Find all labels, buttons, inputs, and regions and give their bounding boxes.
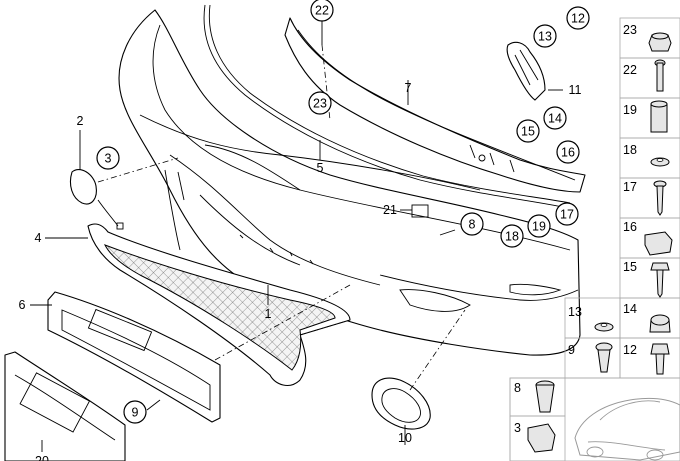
bumper-cover [118,9,581,356]
callout-9: 9 [123,400,147,424]
callout-label: 16 [561,146,575,160]
legend-17: 17 [623,180,637,194]
expansion-rivet-icon [595,342,613,373]
hex-bolt-icon [650,262,670,298]
label-20: 20 [35,454,49,461]
callout-14: 14 [543,106,567,130]
bumper-bracket [284,17,586,193]
spacer-icon [650,100,668,133]
legend-22: 22 [623,63,637,77]
bolt-icon [654,59,666,92]
label-6: 6 [19,298,26,312]
callout-19: 19 [527,214,551,238]
car-silhouette-icon [574,397,680,461]
callout-label: 13 [538,30,552,44]
washer-13-icon [594,322,614,332]
callout-label: 9 [132,406,139,420]
legend-8: 8 [514,381,521,395]
callout-18: 18 [500,224,524,248]
legend-13: 13 [568,305,582,319]
callout-17: 17 [555,202,579,226]
callout-label: 17 [560,208,574,222]
tow-hook-cover [69,169,124,230]
flange-bolt-icon [650,343,670,375]
reflector-clip [411,204,429,218]
callout-8: 8 [460,212,484,236]
label-10: 10 [398,431,412,445]
callout-label: 3 [105,152,112,166]
nut-icon [648,32,672,52]
legend-15: 15 [623,260,637,274]
legend-14: 14 [623,302,637,316]
legend-3: 3 [514,421,521,435]
callout-label: 19 [532,220,546,234]
label-11: 11 [569,83,582,97]
callout-label: 8 [469,218,476,232]
label-5: 5 [317,161,324,175]
callout-22-top: 22 [310,0,334,22]
grille [87,223,351,386]
callout-23: 23 [308,91,332,115]
legend-12: 12 [623,343,637,357]
sealing-strip [203,4,571,209]
screw-icon [653,180,667,216]
label-2: 2 [77,114,84,128]
callout-label: 22 [315,4,329,18]
label-21: 21 [383,203,397,217]
assembly-lines [97,44,466,391]
callout-12: 12 [566,6,590,30]
clip-icon [644,231,673,256]
callout-label: 14 [548,112,562,126]
callout-label: 18 [505,230,519,244]
callout-13: 13 [533,24,557,48]
legend-panel: 23 22 19 18 17 16 15 [509,17,680,461]
callout-3: 3 [96,146,120,170]
grommet-icon [535,380,555,413]
license-plate-holder [4,351,126,461]
legend-16: 16 [623,220,637,234]
legend-18: 18 [623,143,637,157]
cap-nut-icon [649,314,671,333]
legend-19: 19 [623,103,637,117]
callout-label: 23 [313,97,327,111]
legend-9: 9 [568,343,575,357]
callout-label: 15 [521,125,535,139]
bracket-icon [527,423,556,453]
bracket-part [506,41,546,101]
label-1: 1 [265,307,272,321]
washer-icon [650,157,670,167]
callout-label: 12 [571,12,585,26]
legend-23: 23 [623,23,637,37]
label-4: 4 [35,231,42,245]
callout-15: 15 [516,119,540,143]
license-plate-base [47,291,221,423]
label-7: 7 [405,81,412,95]
fog-lamp-ring [371,377,431,430]
callout-16: 16 [556,140,580,164]
